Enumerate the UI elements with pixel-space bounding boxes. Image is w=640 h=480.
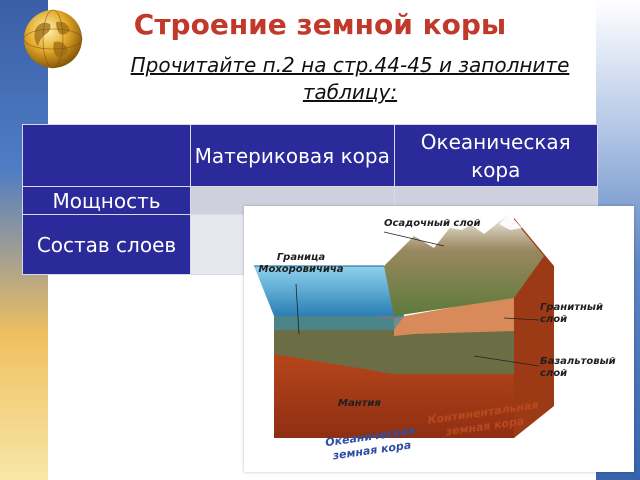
label-moho: Граница Мохоровичича <box>258 252 344 275</box>
label-basalt: Базальтовый слой <box>540 356 616 379</box>
label-granite: Гранитный слой <box>540 302 603 325</box>
row-header-layers: Состав слоев <box>22 214 191 275</box>
slide-subtitle: Прочитайте п.2 на стр.44-45 и заполните … <box>70 52 630 106</box>
row-header-thickness: Мощность <box>22 186 191 215</box>
table-corner-cell <box>22 124 191 187</box>
ocean-water <box>254 266 404 316</box>
slide-title: Строение земной коры <box>133 8 507 41</box>
column-header-continental: Материковая кора <box>190 124 395 187</box>
subtitle-line-2: таблицу: <box>302 80 398 104</box>
subtitle-line-1: Прочитайте п.2 на стр.44-45 и заполните <box>130 53 570 77</box>
crust-diagram-drawing <box>254 214 554 438</box>
mountains <box>384 214 544 316</box>
ocean-floor <box>274 316 404 330</box>
label-mantle: Мантия <box>338 398 381 409</box>
globe-icon <box>23 9 83 69</box>
crust-diagram: Осадочный слой Граница Мохоровичича Гран… <box>244 206 634 472</box>
label-sedimentary: Осадочный слой <box>384 218 481 229</box>
column-header-oceanic: Океаническая кора <box>393 124 598 187</box>
granite-layer <box>394 296 514 336</box>
